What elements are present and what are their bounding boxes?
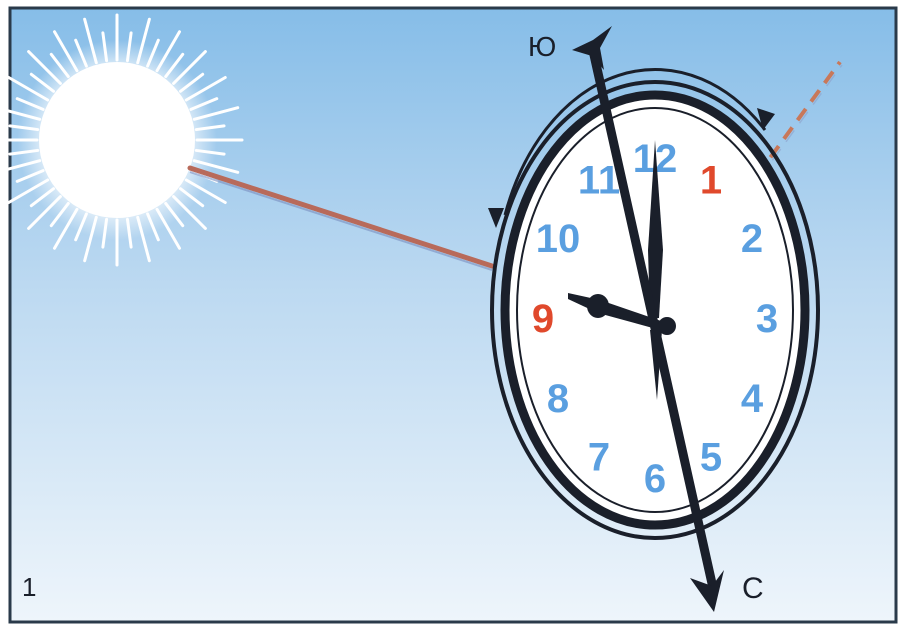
clock-number-2: 2 xyxy=(741,217,763,261)
clock-number-5: 5 xyxy=(700,436,722,480)
clock-number-11: 11 xyxy=(578,158,620,202)
figure-number-label: 1 xyxy=(22,572,36,602)
clock-number-3: 3 xyxy=(756,297,778,341)
north-label: С xyxy=(742,572,764,605)
clock-number-7: 7 xyxy=(588,436,610,480)
clock-number-8: 8 xyxy=(547,377,569,421)
clock-center xyxy=(658,317,676,335)
clock-number-6: 6 xyxy=(644,457,666,501)
clock-number-1: 1 xyxy=(700,158,722,202)
clock-number-9: 9 xyxy=(532,297,554,341)
clock-number-10: 10 xyxy=(536,217,581,261)
clock-number-4: 4 xyxy=(741,377,764,421)
south-label: Ю xyxy=(528,31,556,62)
